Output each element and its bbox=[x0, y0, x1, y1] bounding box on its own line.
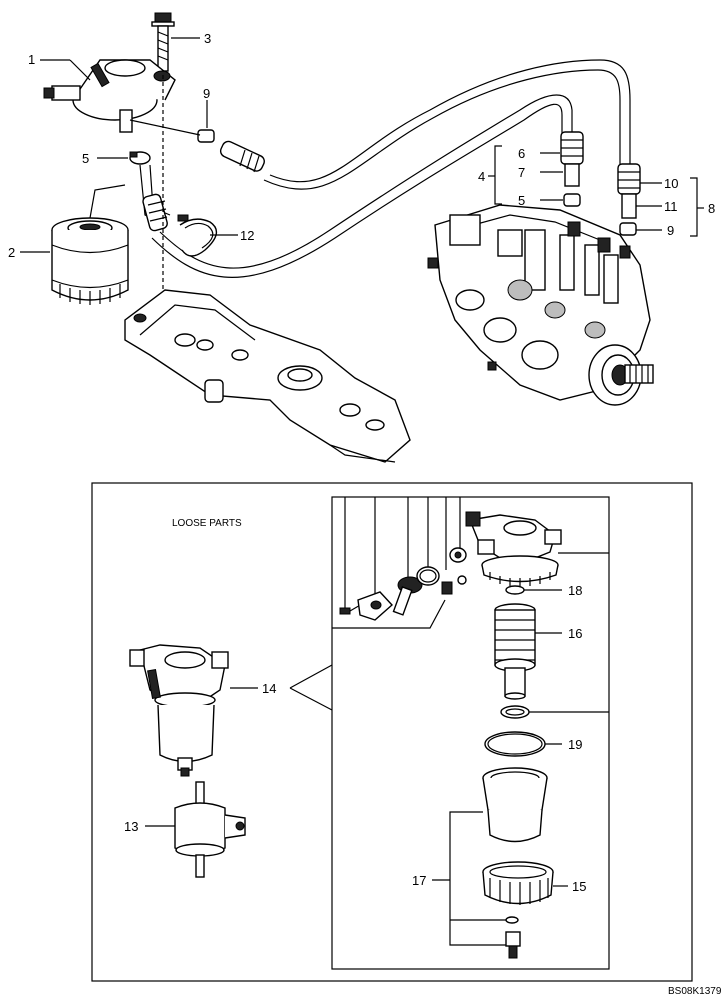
clip-part-9-top bbox=[197, 129, 215, 143]
lever-small bbox=[392, 576, 423, 616]
cap-part-5-right bbox=[563, 193, 581, 207]
label-11: 11 bbox=[664, 199, 678, 214]
label-3: 3 bbox=[204, 31, 211, 46]
cap-part-9-right bbox=[619, 222, 637, 236]
fuel-hose-supply bbox=[159, 94, 573, 269]
bleed-screw bbox=[441, 575, 467, 595]
label-1: 1 bbox=[28, 52, 35, 67]
oring-small-a bbox=[416, 566, 440, 586]
drawing-code: BS08K1379 bbox=[668, 986, 722, 997]
label-15: 15 bbox=[572, 879, 586, 894]
pipe-part-11 bbox=[621, 193, 637, 219]
label-13: 13 bbox=[124, 819, 138, 834]
filter-cartridge-part-2 bbox=[51, 217, 129, 305]
inline-pump-part-13 bbox=[174, 781, 246, 878]
label-10: 10 bbox=[664, 176, 678, 191]
label-5-right: 5 bbox=[518, 193, 525, 208]
fuel-hose-return-inner bbox=[263, 69, 621, 190]
filter-bowl-part-17 bbox=[482, 767, 548, 843]
filter-head-exploded bbox=[465, 511, 562, 587]
bracket-4 bbox=[494, 145, 502, 205]
hose-clamp-part-12 bbox=[177, 214, 218, 257]
bracket-8 bbox=[690, 177, 698, 237]
label-17: 17 bbox=[412, 873, 426, 888]
washer-small bbox=[449, 547, 467, 563]
oring-part-18 bbox=[505, 585, 525, 595]
hose-connector bbox=[219, 140, 265, 173]
label-9-right: 9 bbox=[667, 223, 674, 238]
hose-part-6 bbox=[560, 131, 584, 165]
label-19: 19 bbox=[568, 737, 582, 752]
loose-parts-title: LOOSE PARTS bbox=[172, 518, 242, 529]
fuel-hose-supply-inner bbox=[151, 103, 563, 278]
mounting-bracket bbox=[124, 289, 411, 463]
retaining-ring-part-15 bbox=[482, 861, 554, 905]
pipe-part-7 bbox=[564, 163, 580, 187]
label-14: 14 bbox=[262, 681, 276, 696]
label-6: 6 bbox=[518, 146, 525, 161]
fuel-hose-return bbox=[269, 59, 631, 183]
fuel-filter-assembly-part-14 bbox=[129, 644, 229, 777]
bracket-17 bbox=[449, 811, 508, 946]
loose-parts-frame bbox=[91, 482, 693, 982]
spacer-ring bbox=[500, 705, 530, 719]
label-7: 7 bbox=[518, 165, 525, 180]
label-16: 16 bbox=[568, 626, 582, 641]
oring-part-19 bbox=[484, 731, 546, 757]
leader-1 bbox=[69, 59, 91, 81]
exploded-view-frame bbox=[331, 496, 610, 970]
bolt-part-3 bbox=[151, 12, 175, 72]
injection-pump bbox=[427, 204, 654, 406]
label-2: 2 bbox=[8, 245, 15, 260]
oring-drain bbox=[505, 916, 519, 924]
plate-small bbox=[357, 591, 393, 621]
label-5-left: 5 bbox=[82, 151, 89, 166]
filter-head-part-1 bbox=[43, 59, 176, 133]
label-12: 12 bbox=[240, 228, 254, 243]
label-9-top: 9 bbox=[203, 86, 210, 101]
drain-plug bbox=[505, 931, 521, 959]
label-4: 4 bbox=[478, 169, 485, 184]
label-18: 18 bbox=[568, 583, 582, 598]
filter-element-part-16 bbox=[494, 603, 536, 700]
hose-part-10 bbox=[617, 163, 641, 195]
clamp-part-5-left bbox=[129, 151, 151, 165]
hose-fitting-left bbox=[142, 193, 168, 232]
label-8: 8 bbox=[708, 201, 715, 216]
